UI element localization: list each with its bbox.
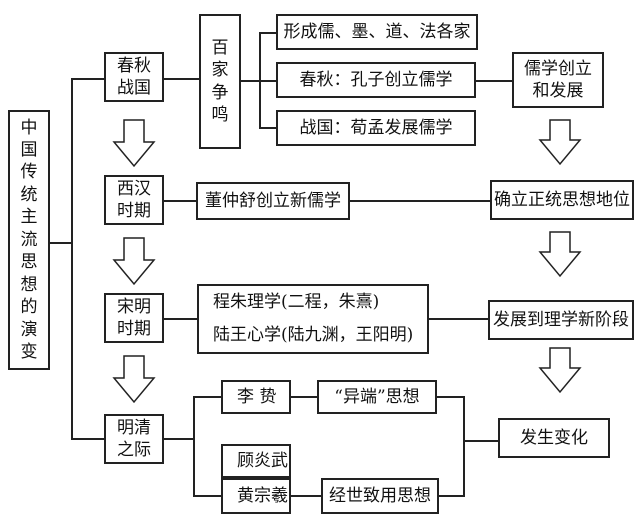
- songming-item-chengzhu: 程朱理学(二程，朱熹): [213, 292, 380, 313]
- down-arrow-icon: [538, 347, 582, 394]
- down-arrow-icon: [112, 355, 156, 404]
- connector: [193, 396, 221, 398]
- baijia-box: 百家争鸣: [199, 14, 241, 149]
- connector: [71, 78, 104, 80]
- mingqing-person-lizhi: 李 贽: [221, 380, 291, 414]
- stage-box-songming: 宋明时期: [104, 293, 164, 343]
- mingqing-person-huangzongxi: 黄宗羲: [221, 478, 291, 514]
- connector: [71, 78, 73, 439]
- connector: [193, 495, 221, 497]
- down-arrow-icon: [538, 119, 582, 166]
- mingqing-idea-heresy: “异端”思想: [317, 380, 437, 414]
- result-box-lixue: 发展到理学新阶段: [488, 300, 634, 340]
- songming-item-luwang: 陆王心学(陆九渊，王阳明): [213, 325, 414, 346]
- connector: [164, 78, 199, 80]
- chunqiu-item-confucius: 春秋：孔子创立儒学: [276, 62, 476, 98]
- xihan-item: 董仲舒创立新儒学: [196, 182, 350, 220]
- connector: [291, 396, 317, 398]
- connector: [463, 440, 498, 442]
- connector: [259, 80, 276, 82]
- chunqiu-item-mengxun: 战国：荀孟发展儒学: [276, 110, 476, 146]
- connector: [259, 32, 276, 34]
- songming-items-box: 程朱理学(二程，朱熹) 陆王心学(陆九渊，王阳明): [197, 284, 429, 354]
- connector: [476, 80, 512, 82]
- connector: [429, 318, 488, 320]
- result-box-change: 发生变化: [498, 418, 610, 458]
- down-arrow-icon: [112, 119, 156, 168]
- connector: [164, 318, 197, 320]
- connector: [193, 396, 195, 496]
- connector: [259, 127, 276, 129]
- connector: [439, 495, 464, 497]
- stage-box-chunqiu: 春秋战国: [104, 52, 164, 102]
- connector: [71, 438, 104, 440]
- connector: [241, 80, 260, 82]
- result-box-founding: 儒学创立和发展: [512, 52, 604, 108]
- connector: [350, 200, 490, 202]
- connector: [437, 396, 464, 398]
- main-topic-box: 中国传统主流思想的演变: [8, 110, 50, 370]
- connector: [164, 200, 196, 202]
- mingqing-idea-pragmatism: 经世致用思想: [321, 478, 439, 514]
- connector: [463, 396, 465, 497]
- down-arrow-icon: [538, 231, 582, 278]
- stage-box-xihan: 西汉时期: [104, 175, 164, 225]
- connector: [164, 438, 194, 440]
- mingqing-person-guyanwu: 顾炎武: [221, 444, 291, 478]
- connector: [50, 242, 72, 244]
- stage-box-mingqing: 明清之际: [104, 414, 164, 464]
- down-arrow-icon: [112, 237, 156, 286]
- connector: [291, 495, 321, 497]
- chunqiu-item-schools: 形成儒、墨、道、法各家: [276, 14, 478, 50]
- result-box-orthodox: 确立正统思想地位: [490, 180, 634, 220]
